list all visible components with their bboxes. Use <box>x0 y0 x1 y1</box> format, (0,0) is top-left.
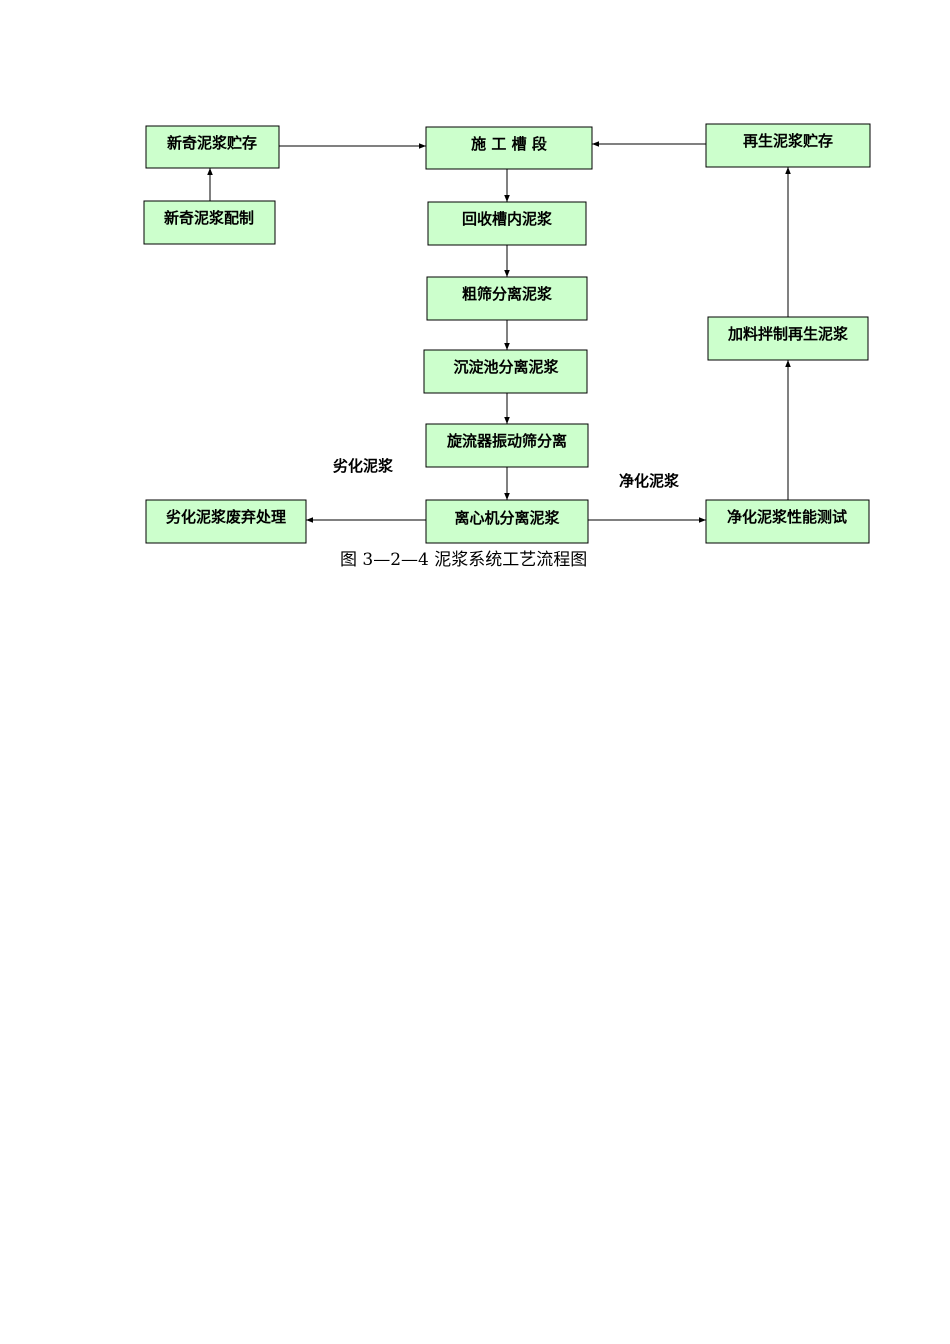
node-centrifuge: 离心机分离泥浆 <box>425 499 589 544</box>
node-new-slurry-storage: 新奇泥浆贮存 <box>145 125 280 169</box>
edges-layer <box>207 141 791 523</box>
node-label-performance-test: 净化泥浆性能测试 <box>727 508 847 526</box>
node-coarse-screen: 粗筛分离泥浆 <box>426 276 588 321</box>
edge-labels-layer: 劣化泥浆 净化泥浆 <box>333 457 680 490</box>
node-label-new-slurry-storage: 新奇泥浆贮存 <box>167 134 257 152</box>
node-new-slurry-prep: 新奇泥浆配制 <box>143 200 276 245</box>
node-label-recover-slurry: 回收槽内泥浆 <box>462 210 553 228</box>
node-label-waste-disposal: 劣化泥浆废弃处理 <box>166 508 286 526</box>
node-label-cyclone-screen: 旋流器振动筛分离 <box>446 432 567 450</box>
node-regen-mix: 加料拌制再生泥浆 <box>707 316 869 361</box>
node-performance-test: 净化泥浆性能测试 <box>705 499 870 544</box>
nodes-layer: 新奇泥浆贮存 新奇泥浆配制 施 工 槽 段 回收槽内泥浆 粗筛分离泥浆 沉淀池分… <box>143 123 871 544</box>
node-settling-tank: 沉淀池分离泥浆 <box>423 349 588 394</box>
node-waste-disposal: 劣化泥浆废弃处理 <box>145 499 307 544</box>
node-label-construction-trench: 施 工 槽 段 <box>471 135 547 153</box>
figure-caption: 图 3—2—4 泥浆系统工艺流程图 <box>340 550 587 570</box>
node-label-coarse-screen: 粗筛分离泥浆 <box>462 285 553 303</box>
node-regen-storage: 再生泥浆贮存 <box>705 123 871 168</box>
node-cyclone-screen: 旋流器振动筛分离 <box>425 423 589 468</box>
node-label-settling-tank: 沉淀池分离泥浆 <box>453 358 559 376</box>
node-label-regen-mix: 加料拌制再生泥浆 <box>727 325 849 343</box>
node-label-regen-storage: 再生泥浆贮存 <box>743 132 833 150</box>
node-construction-trench: 施 工 槽 段 <box>425 126 593 170</box>
edge-label-purified-slurry: 净化泥浆 <box>619 472 680 490</box>
node-label-centrifuge: 离心机分离泥浆 <box>454 509 560 527</box>
edge-label-degraded-slurry: 劣化泥浆 <box>333 457 394 475</box>
node-recover-slurry: 回收槽内泥浆 <box>427 201 587 246</box>
node-label-new-slurry-prep: 新奇泥浆配制 <box>164 209 254 227</box>
